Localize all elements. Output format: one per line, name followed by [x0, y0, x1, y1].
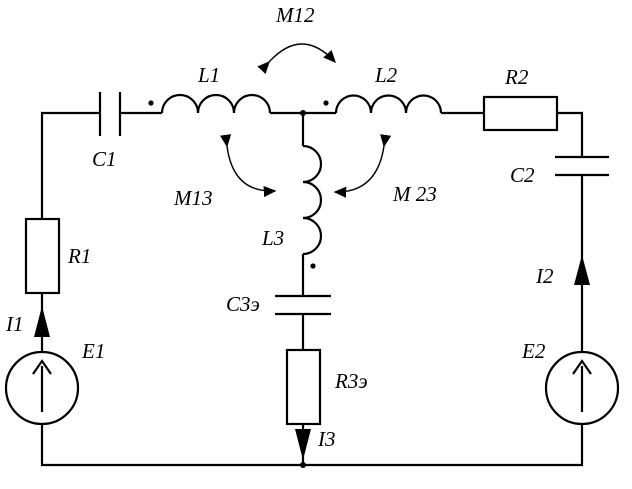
label-m13: M13: [173, 186, 213, 210]
resistor-r3: [285, 348, 322, 426]
resistor-r2: [482, 95, 559, 132]
current-arrow-i3: [295, 429, 311, 460]
mutual-arc-m23: [333, 134, 392, 198]
l3-polarity-dot: [310, 263, 316, 269]
label-l2: L2: [374, 63, 398, 87]
l1-polarity-dot: [148, 100, 154, 106]
wire-bottom: [40, 424, 584, 467]
label-r1: R1: [67, 244, 91, 268]
wire-r2-c2: [557, 111, 584, 157]
label-m12: M12: [275, 3, 315, 27]
node-top: [300, 110, 306, 116]
wire-left-top: [40, 111, 100, 219]
capacitor-c1: [98, 92, 122, 136]
label-l1: L1: [197, 63, 220, 87]
capacitor-c2: [555, 155, 609, 177]
label-e2: E2: [521, 339, 546, 363]
label-i1: I1: [5, 312, 24, 336]
l2-polarity-dot: [323, 100, 329, 106]
resistor-r1: [24, 217, 61, 295]
mutual-arc-m13: [220, 134, 277, 198]
label-e1: E1: [81, 339, 105, 363]
label-i2: I2: [535, 264, 554, 288]
label-c1: C1: [92, 147, 117, 171]
inductor-l2: [323, 94, 443, 114]
current-arrow-i1: [34, 306, 50, 337]
label-l3: L3: [261, 226, 284, 250]
capacitor-c3: [275, 294, 331, 316]
node-bottom: [300, 462, 306, 468]
source-e2: [544, 350, 620, 426]
source-e1: [4, 350, 80, 426]
inductor-l3: [302, 144, 323, 269]
label-c3: C3э: [226, 292, 260, 316]
inductor-l1: [148, 93, 272, 114]
label-i3: I3: [317, 427, 336, 451]
label-m23: M 23: [392, 182, 437, 206]
mutual-arc-m12: [257, 43, 336, 75]
label-r2: R2: [504, 65, 529, 89]
label-r3: R3э: [334, 369, 368, 393]
label-c2: C2: [510, 163, 535, 187]
current-arrow-i2: [574, 255, 590, 285]
